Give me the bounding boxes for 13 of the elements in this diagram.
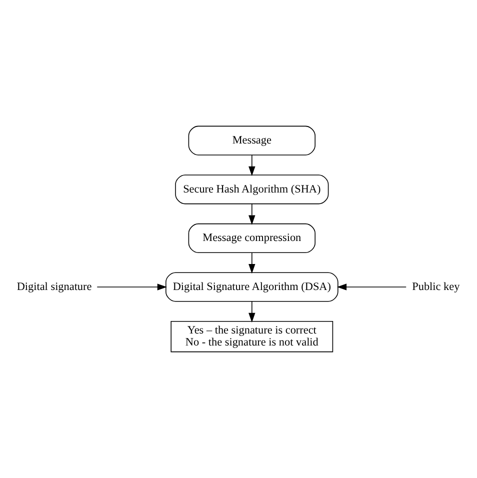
arrow (96, 284, 167, 290)
arrow (248, 203, 256, 225)
arrow (248, 252, 256, 274)
node-box: Secure Hash Algorithm (SHA) (175, 174, 329, 204)
node-box: Digital Signature Algorithm (DSA) (166, 272, 338, 302)
node-text: Digital signature (16, 280, 92, 293)
arrow (336, 284, 407, 290)
node-box: Yes – the signature is correct No - the signature is not valid (170, 321, 334, 352)
node-box: Message (188, 126, 316, 156)
node-text: Public key (412, 280, 460, 293)
node-box: Message compression (188, 223, 316, 253)
arrow (248, 154, 256, 176)
arrow (248, 301, 256, 323)
